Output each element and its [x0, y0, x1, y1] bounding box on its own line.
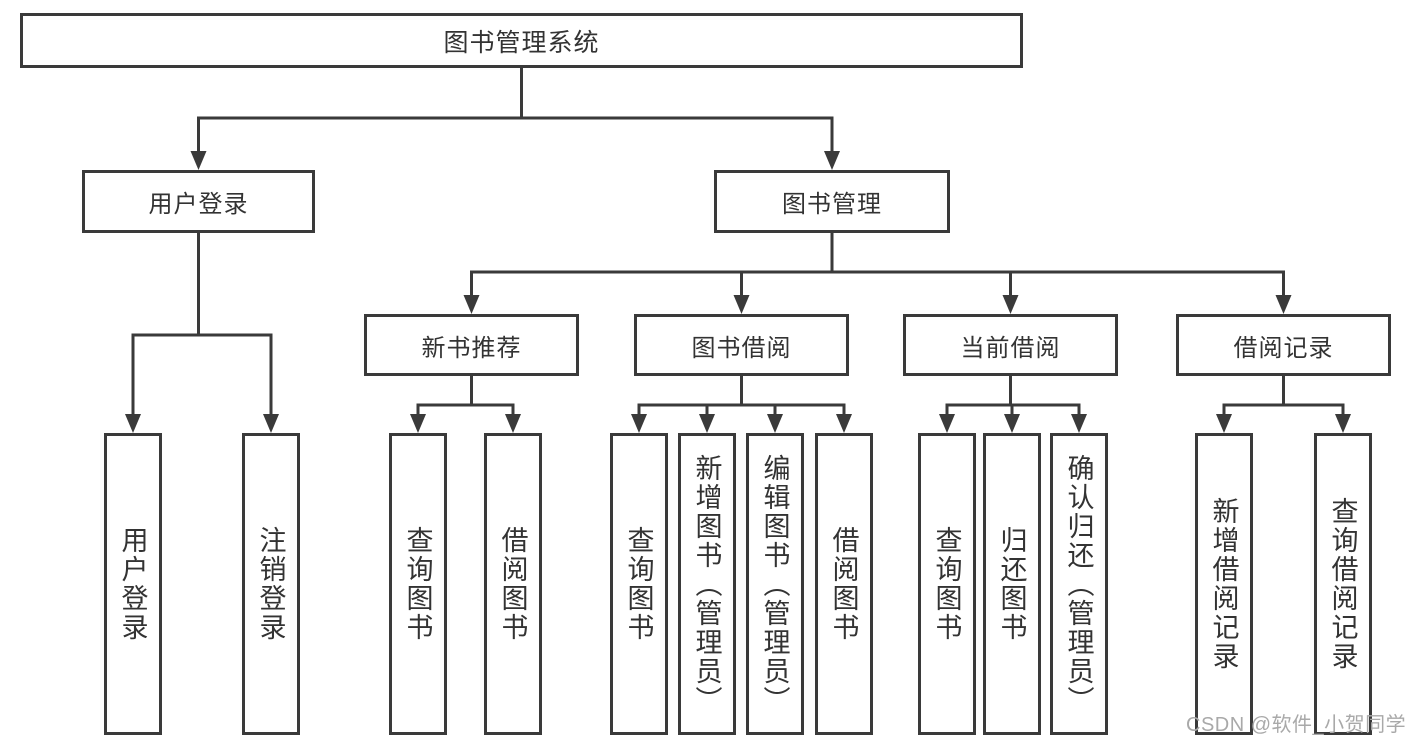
node-query-books-newbooks: 查询图书: [389, 433, 447, 735]
connector-book-mgmt-to-level3: [463, 233, 1292, 314]
arrow-down-icon: [1275, 295, 1292, 314]
node-query-borrow-record: 查询借阅记录: [1314, 433, 1372, 735]
node-label: 当前借阅: [960, 334, 1061, 362]
node-label: 查询图书: [931, 526, 962, 642]
node-label: 注销登录: [255, 526, 286, 642]
node-book-management-system: 图书管理系统: [20, 13, 1023, 68]
arrow-down-icon: [733, 295, 750, 314]
node-confirm-return-admin: 确认归还（管理员）: [1050, 433, 1108, 735]
arrow-down-icon: [463, 295, 480, 314]
csdn-watermark: CSDN @软件_小贺同学: [1186, 714, 1405, 736]
arrow-down-icon: [631, 414, 647, 433]
arrow-down-icon: [699, 414, 715, 433]
node-label: 用户登录: [117, 526, 148, 642]
arrow-down-icon: [767, 414, 783, 433]
node-label: 编辑图书（管理员）: [759, 453, 790, 715]
node-borrowing-records: 借阅记录: [1176, 314, 1391, 376]
node-label: 借阅图书: [497, 526, 528, 642]
arrow-down-icon: [263, 414, 279, 433]
arrow-down-icon: [190, 151, 207, 170]
connector-borrowing-to-leaves: [631, 376, 852, 433]
connector-user-login-to-leaves: [125, 233, 279, 433]
node-label: 用户登录: [148, 191, 249, 218]
arrow-down-icon: [1002, 295, 1019, 314]
connector-current-to-leaves: [939, 376, 1087, 433]
node-logout: 注销登录: [242, 433, 300, 735]
arrow-down-icon: [1004, 414, 1020, 433]
connector-root-to-level2: [190, 68, 840, 170]
node-label: 确认归还（管理员）: [1063, 453, 1094, 715]
arrow-down-icon: [1335, 414, 1351, 433]
node-label: 归还图书: [996, 526, 1027, 642]
arrow-down-icon: [824, 151, 840, 170]
node-label: 新书推荐: [421, 334, 522, 362]
arrow-down-icon: [836, 414, 852, 433]
arrow-down-icon: [939, 414, 955, 433]
node-label: 查询借阅记录: [1327, 497, 1358, 671]
connector-records-to-leaves: [1216, 376, 1351, 433]
node-label: 新增借阅记录: [1208, 497, 1239, 671]
node-label: 图书管理系统: [443, 28, 600, 57]
connector-new-books-to-leaves: [410, 376, 521, 433]
node-user-login-leaf: 用户登录: [104, 433, 162, 735]
node-book-management: 图书管理: [714, 170, 950, 233]
node-user-login: 用户登录: [82, 170, 315, 233]
node-edit-books-admin: 编辑图书（管理员）: [746, 433, 804, 735]
node-add-borrow-record: 新增借阅记录: [1195, 433, 1253, 735]
node-label: 图书管理: [782, 191, 882, 218]
arrow-down-icon: [125, 414, 141, 433]
arrow-down-icon: [505, 414, 521, 433]
node-label: 借阅图书: [828, 526, 859, 642]
node-book-borrowing: 图书借阅: [634, 314, 849, 376]
arrow-down-icon: [1071, 414, 1087, 433]
node-query-books-current: 查询图书: [918, 433, 976, 735]
node-current-borrowing: 当前借阅: [903, 314, 1118, 376]
node-label: 查询图书: [402, 526, 433, 642]
node-label: 图书借阅: [691, 334, 792, 362]
node-return-books: 归还图书: [983, 433, 1041, 735]
arrow-down-icon: [1216, 414, 1232, 433]
node-label: 新增图书（管理员）: [691, 453, 722, 715]
node-new-book-recommendation: 新书推荐: [364, 314, 579, 376]
node-borrow-books-borrowing: 借阅图书: [815, 433, 873, 735]
arrow-down-icon: [410, 414, 426, 433]
node-query-books-borrowing: 查询图书: [610, 433, 668, 735]
node-borrow-books-newbooks: 借阅图书: [484, 433, 542, 735]
node-label: 查询图书: [623, 526, 654, 642]
node-add-books-admin: 新增图书（管理员）: [678, 433, 736, 735]
node-label: 借阅记录: [1233, 334, 1334, 362]
